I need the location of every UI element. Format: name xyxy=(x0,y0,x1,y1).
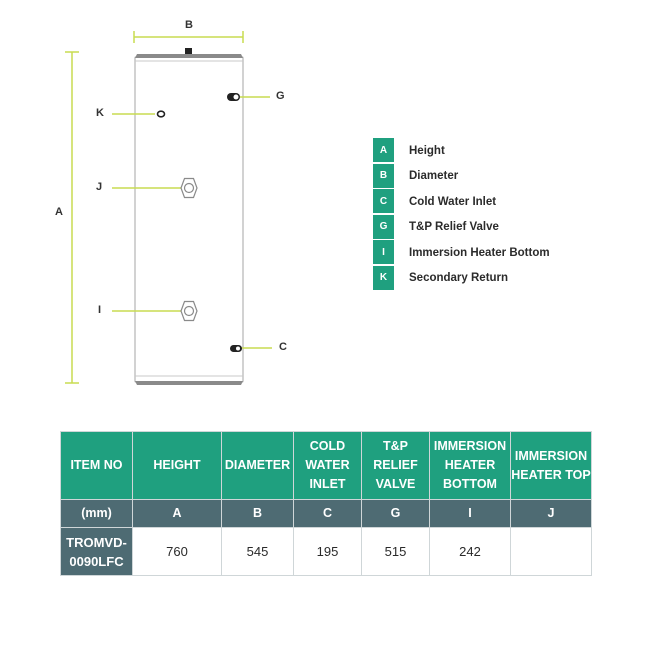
header-item-no: ITEM NO xyxy=(60,431,133,500)
subheader-a: A xyxy=(132,499,222,528)
cylinder-diagram: B A K J I G C xyxy=(55,19,287,385)
subheader-g: G xyxy=(361,499,430,528)
label-j: J xyxy=(96,181,103,193)
legend-key: G xyxy=(373,214,394,239)
legend-label: Height xyxy=(409,144,445,157)
k-port-icon xyxy=(156,110,166,118)
legend-label: Diameter xyxy=(409,170,459,183)
subheader-j: J xyxy=(510,499,592,528)
cell-cold-water-inlet: 195 xyxy=(293,527,362,576)
legend-item: A Height xyxy=(373,138,573,164)
cell-item-no: TROMVD-0090LFC xyxy=(60,527,133,576)
legend-key: C xyxy=(373,189,394,213)
cylinder-drawing xyxy=(65,31,272,385)
header-diameter: DIAMETER xyxy=(221,431,294,500)
table-subheader-row: (mm) A B C G I J xyxy=(60,499,592,528)
i-hex-fitting-icon xyxy=(180,300,198,322)
c-inlet-icon xyxy=(230,345,242,352)
spec-table: ITEM NO HEIGHT DIAMETER COLD WATER INLET… xyxy=(60,431,592,576)
cylinder-body xyxy=(134,48,244,385)
label-c: C xyxy=(279,341,287,353)
header-immersion-heater-bottom: IMMERSION HEATER BOTTOM xyxy=(429,431,511,500)
legend-key: B xyxy=(373,163,394,188)
legend-item: G T&P Relief Valve xyxy=(373,214,573,241)
leader-lines xyxy=(112,96,272,349)
legend-key: I xyxy=(373,240,394,264)
legend: A Height B Diameter C Cold Water Inlet G… xyxy=(373,138,573,291)
cell-immersion-heater-bottom: 242 xyxy=(429,527,511,576)
legend-label: Secondary Return xyxy=(409,272,509,285)
dimension-a-line xyxy=(65,51,79,384)
subheader-c: C xyxy=(293,499,362,528)
header-height: HEIGHT xyxy=(132,431,222,500)
legend-label: Cold Water Inlet xyxy=(409,195,497,208)
label-i: I xyxy=(98,304,102,316)
table-header-row: ITEM NO HEIGHT DIAMETER COLD WATER INLET… xyxy=(60,431,592,500)
header-tp-relief-valve: T&P RELIEF VALVE xyxy=(361,431,430,500)
subheader-b: B xyxy=(221,499,294,528)
label-k: K xyxy=(96,107,104,119)
header-immersion-heater-top: IMMERSION HEATER TOP xyxy=(510,431,592,500)
g-valve-icon xyxy=(227,93,240,101)
subheader-i: I xyxy=(429,499,511,528)
dimension-b-line xyxy=(133,31,244,43)
cell-tp-relief-valve: 515 xyxy=(361,527,430,576)
legend-label: Immersion Heater Bottom xyxy=(409,246,550,259)
cell-immersion-heater-top xyxy=(510,527,592,576)
label-b: B xyxy=(185,19,193,31)
cell-diameter: 545 xyxy=(221,527,294,576)
legend-key: K xyxy=(373,265,394,290)
label-g: G xyxy=(276,90,285,102)
j-hex-fitting-icon xyxy=(180,177,198,199)
legend-key: A xyxy=(373,138,394,162)
legend-item: I Immersion Heater Bottom xyxy=(373,240,573,266)
subheader-unit: (mm) xyxy=(60,499,133,528)
header-cold-water-inlet: COLD WATER INLET xyxy=(293,431,362,500)
legend-item: K Secondary Return xyxy=(373,265,573,292)
legend-item: B Diameter xyxy=(373,163,573,190)
legend-label: T&P Relief Valve xyxy=(409,221,499,234)
legend-item: C Cold Water Inlet xyxy=(373,189,573,215)
label-a: A xyxy=(55,206,63,218)
cell-height: 760 xyxy=(132,527,222,576)
table-row: TROMVD-0090LFC 760 545 195 515 242 xyxy=(60,527,592,576)
